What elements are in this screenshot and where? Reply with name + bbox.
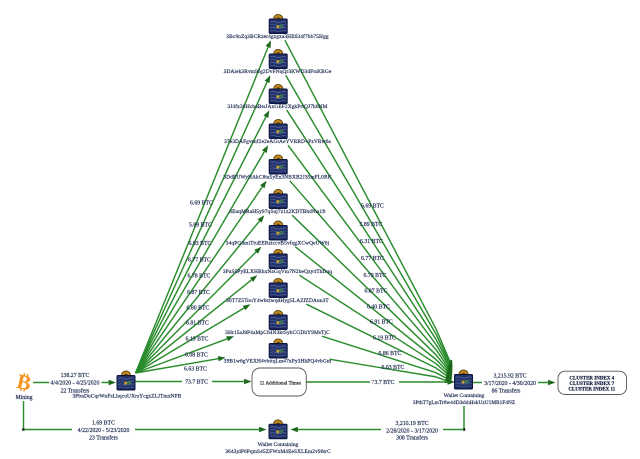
svg-text:6.69 BTC: 6.69 BTC [361,204,384,210]
svg-text:Wallet Containing: Wallet Containing [444,393,485,399]
svg-text:1.69 BTC: 1.69 BTC [92,420,115,426]
svg-text:3Hr15aJ8P4aMpC64N3ktSybCGDhY9M: 3Hr15aJ8P4aMpC64N3ktSybCGDhY9MsTjC [225,330,330,336]
svg-text:6.40 BTC: 6.40 BTC [367,304,390,310]
svg-text:2/28/2020 - 3/17/2020: 2/28/2020 - 3/17/2020 [386,428,438,434]
svg-text:5.89 BTC: 5.89 BTC [360,222,383,228]
svg-text:4/4/2020 - 4/25/2020: 4/4/2020 - 4/25/2020 [51,381,100,387]
svg-text:CLUSTER INDEX 7: CLUSTER INDEX 7 [569,382,614,387]
svg-text:6.81 BTC: 6.81 BTC [186,320,209,326]
svg-text:3Bc9nZq3BCRzer4gzgxa3HE634f7bb: 3Bc9nZq3BCRzer4gzgxa3HE634f7bb75Hgg [226,33,329,40]
svg-text:6.79 BTC: 6.79 BTC [364,273,387,279]
svg-text:138.27 BTC: 138.27 BTC [61,373,90,379]
svg-text:6.91 BTC: 6.91 BTC [370,320,393,326]
svg-text:6.78 BTC: 6.78 BTC [188,274,211,280]
svg-text:11 Additional Times: 11 Additional Times [260,381,301,387]
svg-text:6.63 BTC: 6.63 BTC [382,365,405,371]
svg-text:3643jdP6PqmS45ZFWxM4EeSXLEm2v9: 3643jdP6PqmS45ZFWxM4EeSXLEm2v96trC [225,449,331,455]
svg-text:6.63 BTC: 6.63 BTC [184,366,207,372]
svg-text:6.19 BTC: 6.19 BTC [373,335,396,341]
svg-text:5.89 BTC: 5.89 BTC [189,223,212,229]
svg-text:3,215.92 BTC: 3,215.92 BTC [493,374,526,380]
svg-text:6.77 BTC: 6.77 BTC [188,258,211,264]
svg-text:CLUSTER INDEX 4: CLUSTER INDEX 4 [569,376,614,381]
svg-text:6.87 BTC: 6.87 BTC [187,290,210,296]
svg-text:3/17/2020 - 4/30/2020: 3/17/2020 - 4/30/2020 [484,381,536,387]
svg-text:4/22/2020 - 5/23/2020: 4/22/2020 - 5/23/2020 [78,428,130,434]
svg-text:B: B [15,369,34,396]
svg-text:3PthT7gLmTr6w44D3sbhHskUzU1MR1: 3PthT7gLmTr6w44D3sbhHskUzU1MR1F4NZ [413,400,515,406]
svg-text:6.80 BTC: 6.80 BTC [187,306,210,312]
svg-text:CLUSTER INDEX 11: CLUSTER INDEX 11 [568,388,615,393]
svg-text:6.31 BTC: 6.31 BTC [360,239,383,245]
svg-text:3.7 BTC: 3.7 BTC [375,380,395,386]
svg-text:86 Transfers: 86 Transfers [492,387,522,394]
svg-text:36T7Z5TouY4wbtzwqdHyg5LAZfZDAu: 36T7Z5TouY4wbtzwqdHyg5LAZfZDAun3T [226,297,329,304]
svg-text:7: 7 [371,380,374,386]
svg-text:73.7 BTC: 73.7 BTC [185,379,208,385]
svg-text:3EuqMRaH5y97qSuj7z1z2KDTBhtPba: 3EuqMRaH5y97qSuj7z1z2KDTBhtPba1ft [229,208,326,215]
svg-text:23 Transfers: 23 Transfers [89,434,119,441]
svg-text:3PaS5PyELXHBhxNaGqVm7N2beQzy4T: 3PaS5PyELXHBhxNaGqVm7N2beQzy4ThDuq [223,269,332,275]
svg-text:39B1w6gVEXH4vbttqLm47xPy3HkPQ4: 39B1w6gVEXH4vbttqLm47xPy3HkPQ4vbGm [224,358,332,364]
svg-text:3DAiek3Rvm9Jg2DvFNqQr3KWD3dFts: 3DAiek3Rvm9Jg2DvFNqQr3KWD3dFtsKBGe [224,69,332,75]
svg-text:308 Transfers: 308 Transfers [396,435,428,442]
svg-text:6.87 BTC: 6.87 BTC [365,289,388,295]
svg-text:3,210.19 BTC: 3,210.19 BTC [395,421,428,427]
svg-text:22 Transfers: 22 Transfers [61,387,91,394]
svg-text:6.08 BTC: 6.08 BTC [185,352,208,358]
svg-text:6.69 BTC: 6.69 BTC [190,201,213,207]
svg-text:3PbnDuCqrWnFsLhqcuUXrsYcgzZLJT: 3PbnDuCqrWnFsLhqcuUXrsYcgzZLJTmxNPB [72,394,181,400]
svg-text:6.86 BTC: 6.86 BTC [379,351,402,357]
svg-text:6.93 BTC: 6.93 BTC [189,241,212,247]
svg-text:6.77 BTC: 6.77 BTC [361,256,384,262]
svg-text:3J4fx3SHcbaBtsJAxGEF2XgkPrtQJ7: 3J4fx3SHcbaBtsJAxGEF2XgkPrtQJ7h6NM [227,103,327,110]
svg-text:37e3DAFgvsuf2e2eAGtAeYVRRD+PzV: 37e3DAFgvsuf2e2eAGtAeYVRRD+PzVRw6a [224,138,331,145]
svg-text:6.19 BTC: 6.19 BTC [186,337,209,343]
svg-text:Wallet Containing: Wallet Containing [258,442,299,448]
svg-text:34qPGdmiTtuEERztccvB5vfqgXCwQe: 34qPGdmiTtuEERztccvB5vfqgXCwQeUW6j [226,239,330,246]
svg-text:Mining: Mining [15,395,32,401]
svg-text:3DdEUWyHAkC8ta5yEn3NBXB2J35mFL: 3DdEUWyHAkC8ta5yEn3NBXB2J35mFL0RK [223,174,331,180]
